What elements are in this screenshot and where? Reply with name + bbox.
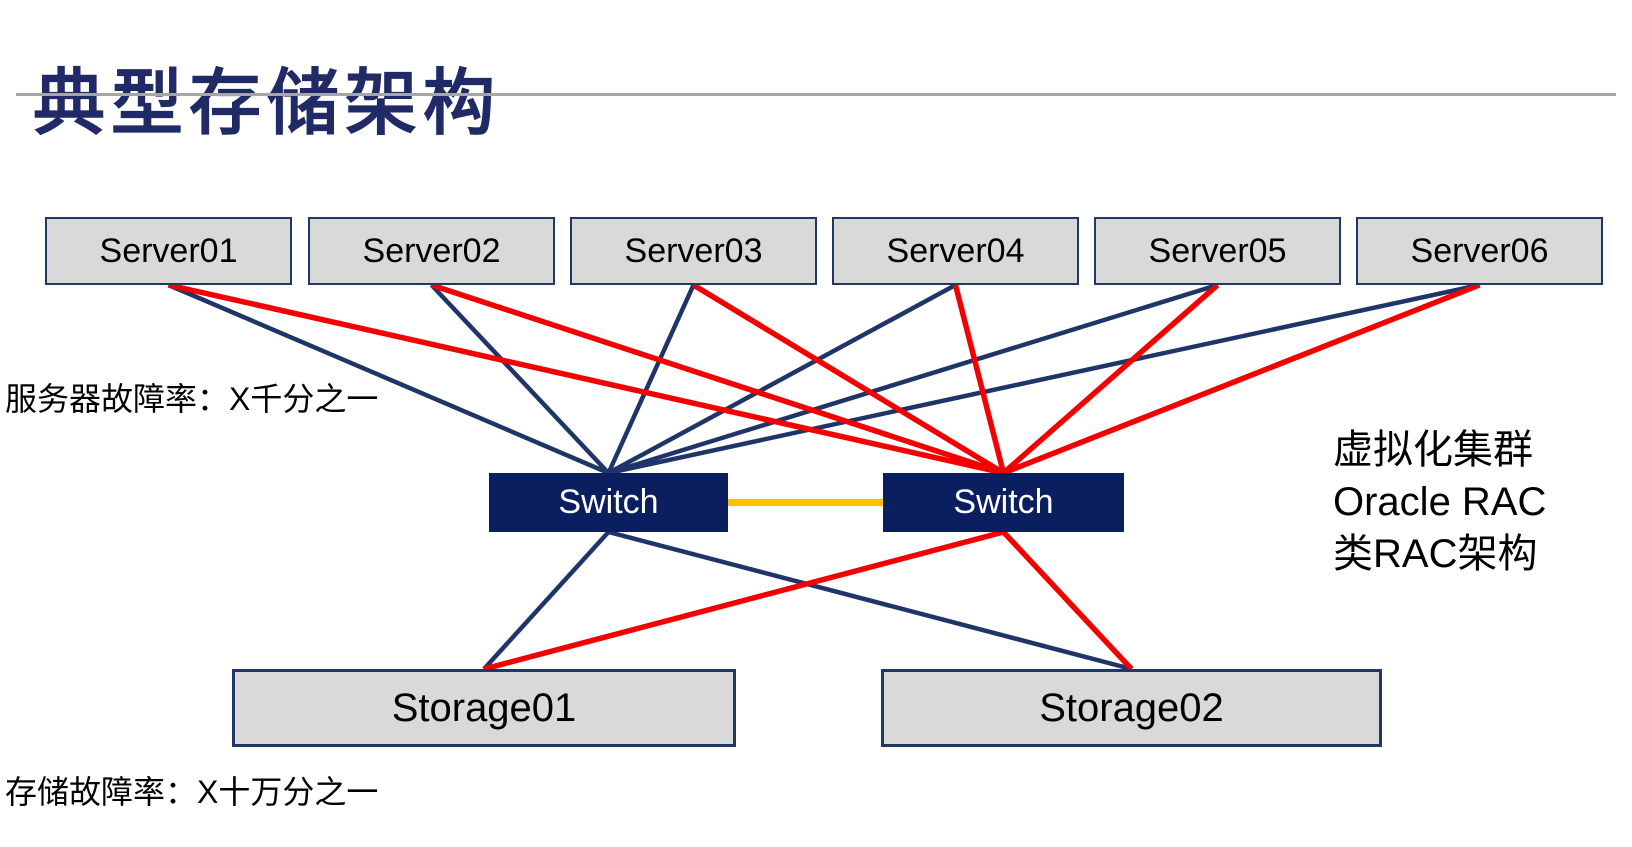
page-title: 典型存储架构 bbox=[33, 64, 502, 145]
connection-server02-switch-left bbox=[429, 283, 611, 475]
connection-server05-switch-right bbox=[1001, 282, 1220, 476]
storage-failure-rate-label: 存储故障率：X十万分之一 bbox=[5, 774, 379, 810]
connection-server04-switch-right bbox=[952, 284, 1007, 474]
connection-switch-left-storage02 bbox=[607, 529, 1133, 672]
server-failure-rate-label: 服务器故障率：X千分之一 bbox=[5, 381, 379, 417]
connection-server02-switch-right bbox=[430, 282, 1005, 476]
cluster-note-line-2: Oracle RAC bbox=[1333, 480, 1547, 524]
connection-switch-left-storage01 bbox=[482, 530, 611, 671]
connection-server03-switch-left bbox=[606, 284, 696, 474]
node-server04: Server04 bbox=[832, 217, 1079, 285]
title-divider bbox=[16, 93, 1616, 96]
cluster-note: 虚拟化集群 Oracle RAC 类RAC架构 bbox=[1333, 424, 1546, 580]
node-server02: Server02 bbox=[308, 217, 555, 285]
node-server06: Server06 bbox=[1356, 217, 1603, 285]
node-server01: Server01 bbox=[45, 217, 292, 285]
connection-server06-switch-right bbox=[1002, 282, 1481, 476]
node-storage01: Storage01 bbox=[232, 669, 736, 747]
connection-switch-right-storage02 bbox=[1001, 530, 1134, 671]
connection-server01-switch-left bbox=[167, 282, 610, 476]
connection-server05-switch-left bbox=[607, 282, 1219, 476]
connection-server06-switch-left bbox=[608, 282, 1480, 476]
node-storage02: Storage02 bbox=[881, 669, 1382, 747]
connection-switch-right-storage01 bbox=[483, 529, 1005, 672]
cluster-note-line-1: 虚拟化集群 bbox=[1333, 428, 1533, 472]
cluster-note-line-3: 类RAC架构 bbox=[1333, 532, 1538, 576]
node-server03: Server03 bbox=[570, 217, 817, 285]
node-switch-left: Switch bbox=[489, 473, 728, 532]
node-switch-right: Switch bbox=[883, 473, 1124, 532]
connection-server03-switch-right bbox=[692, 282, 1005, 476]
connection-server04-switch-left bbox=[607, 283, 957, 475]
node-server05: Server05 bbox=[1094, 217, 1341, 285]
connection-server01-switch-right bbox=[167, 282, 1005, 476]
